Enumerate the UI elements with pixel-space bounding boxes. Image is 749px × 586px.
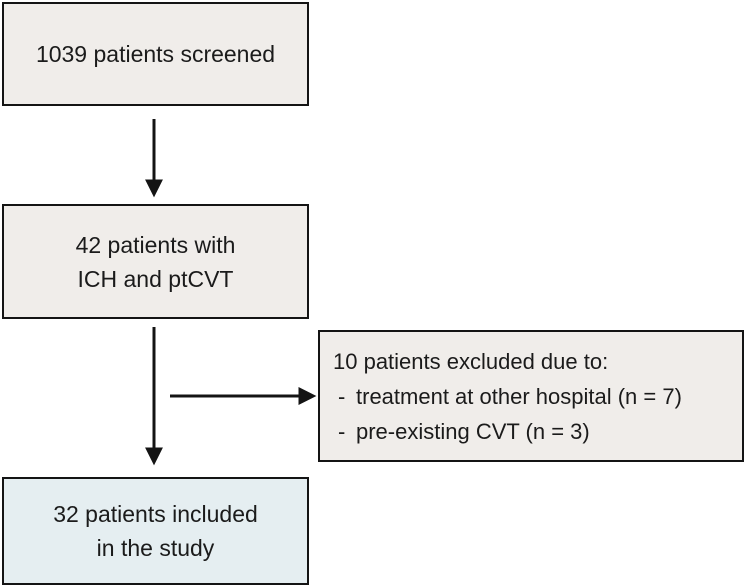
box-patients-screened: 1039 patients screened — [2, 2, 309, 106]
ich-text-line2: ICH and ptCVT — [77, 265, 234, 292]
excluded-item-text: pre-existing CVT (n = 3) — [356, 418, 590, 444]
excluded-title: 10 patients excluded due to: — [333, 348, 609, 374]
bullet-dash: - — [338, 418, 346, 444]
box-patients-excluded: 10 patients excluded due to: - treatment… — [318, 330, 744, 462]
ich-text-line1: 42 patients with — [75, 231, 236, 258]
screened-text: 1039 patients screened — [35, 41, 276, 67]
bullet-dash: - — [338, 383, 346, 409]
included-text-line2: in the study — [96, 535, 215, 561]
excluded-item-text: treatment at other hospital (n = 7) — [356, 383, 682, 409]
box-patients-included: 32 patients included in the study — [2, 477, 309, 585]
box-ich-ptcvt: 42 patients with ICH and ptCVT — [2, 204, 309, 319]
excluded-item: - treatment at other hospital (n = 7) — [333, 379, 682, 414]
excluded-item: - pre-existing CVT (n = 3) — [333, 414, 590, 449]
included-text-line1: 32 patients included — [53, 501, 258, 527]
